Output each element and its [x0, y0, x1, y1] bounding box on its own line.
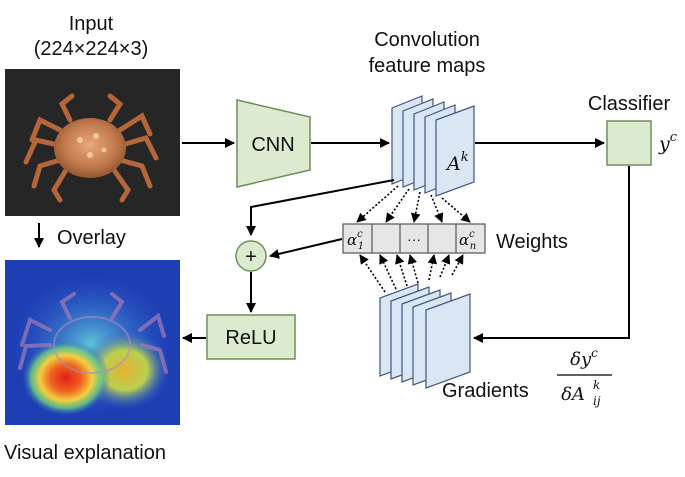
gradient-formula: δyc δA k ij	[557, 346, 612, 408]
sum-symbol: +	[245, 246, 257, 268]
maps-to-sum-arrow	[246, 179, 395, 236]
cnn-block: CNN	[236, 99, 311, 188]
weights-vector	[342, 223, 486, 254]
sum-node: +	[235, 240, 267, 272]
cnn-label: CNN	[251, 134, 294, 156]
feature-maps-stack	[391, 95, 475, 197]
conv-title-line2: feature maps	[369, 55, 486, 77]
weights-to-sum-arrow	[269, 238, 343, 259]
overlay-label: Overlay	[57, 227, 126, 249]
svg-text:δyc: δyc	[570, 346, 598, 370]
heatmap-overlay-image	[5, 260, 180, 425]
input-crab-image	[5, 69, 180, 216]
conv-title-line1: Convolution	[374, 29, 480, 51]
input-dims: (224×224×3)	[34, 38, 149, 60]
classifier-box	[606, 120, 652, 166]
svg-text:ij: ij	[593, 394, 601, 408]
weights-label: Weights	[496, 231, 568, 253]
visual-explanation-label: Visual explanation	[4, 442, 166, 464]
relu-label: ReLU	[225, 327, 276, 349]
classifier-to-gradients-arrow	[473, 166, 630, 343]
weight-ellipsis: ···	[407, 231, 421, 247]
svg-text:k: k	[593, 378, 600, 392]
gradients-label: Gradients	[442, 380, 529, 402]
svg-text:δA: δA	[561, 384, 585, 405]
feature-map-label: Ak	[445, 150, 469, 175]
input-title: Input	[69, 13, 114, 35]
classifier-title: Classifier	[588, 93, 671, 115]
maps-to-weights-dotted-arrows	[356, 185, 471, 223]
classifier-output: yc	[658, 130, 678, 155]
gradients-to-weights-dotted-arrows	[359, 254, 464, 293]
relu-box	[206, 314, 296, 360]
gradient-maps-stack	[379, 283, 471, 389]
